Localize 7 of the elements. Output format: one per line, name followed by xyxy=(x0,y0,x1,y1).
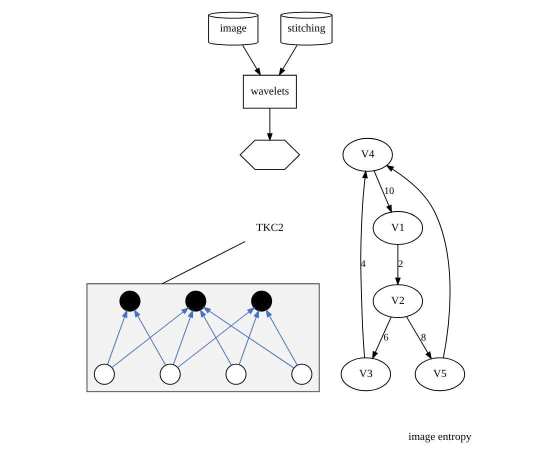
label: image entropy xyxy=(408,431,471,444)
edge-label: 10 xyxy=(384,186,394,197)
edge-label: 4 xyxy=(360,259,366,270)
node-text: TKC2 xyxy=(256,222,284,234)
edge-label: 8 xyxy=(420,332,426,344)
edge-label: 2 xyxy=(398,259,403,270)
edge-label: 6 xyxy=(382,332,388,344)
